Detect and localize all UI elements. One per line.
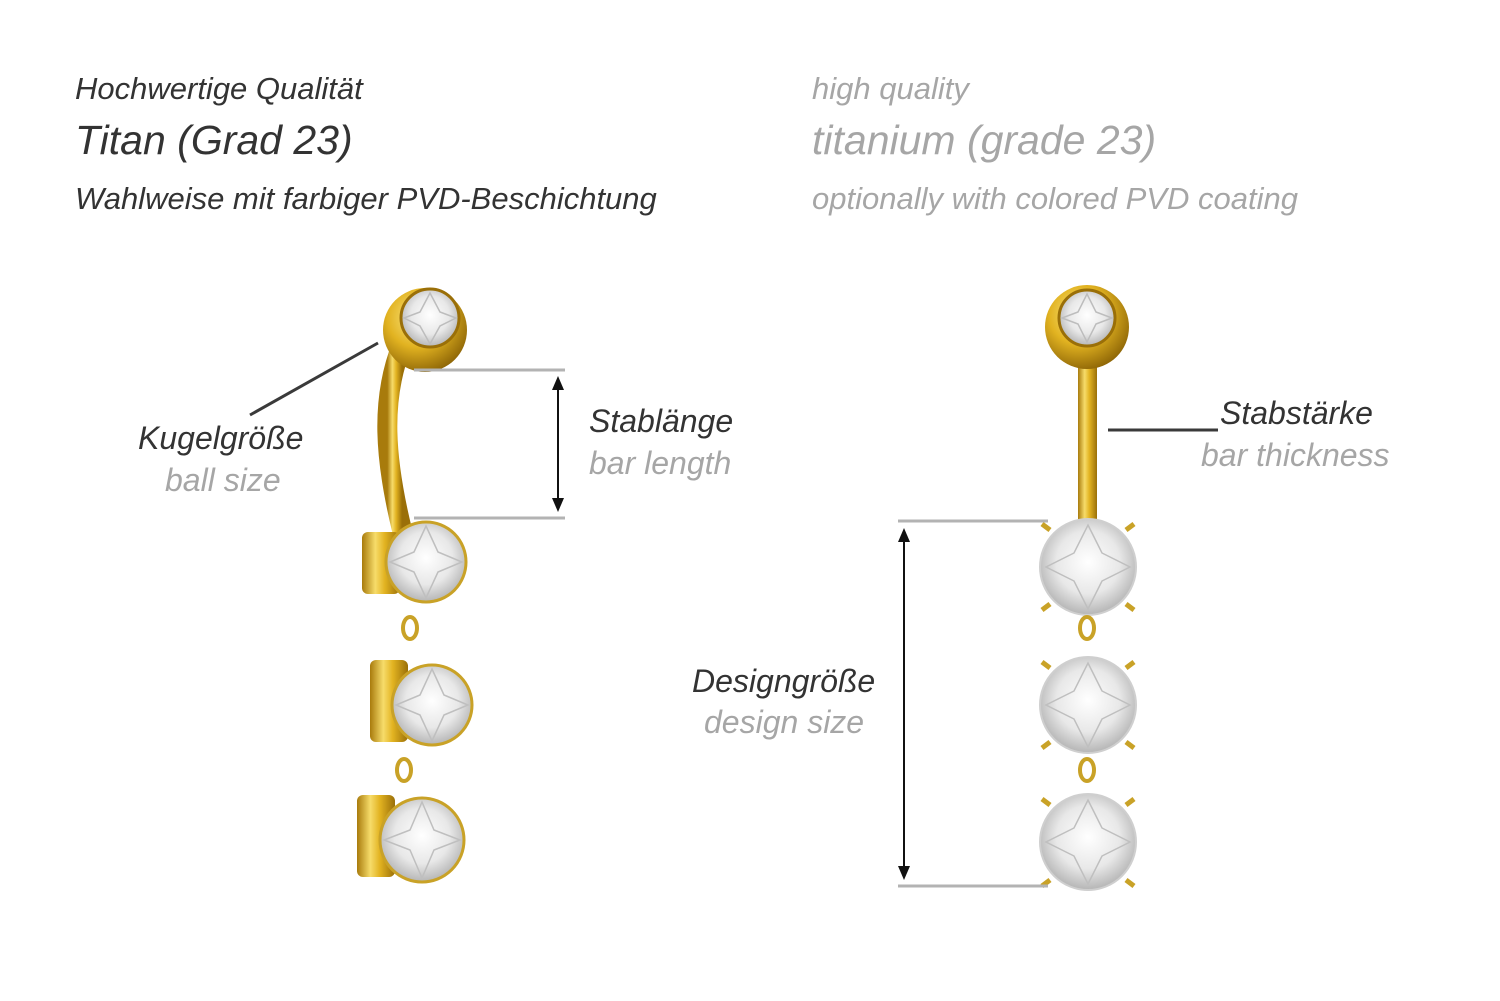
right-dangle-gem-1 <box>1039 518 1137 616</box>
right-dangle-gem-2 <box>1039 656 1137 754</box>
right-link-2 <box>1078 757 1096 783</box>
ball-size-leader-line <box>249 341 379 417</box>
left-dangle-gem-2 <box>370 660 474 747</box>
right-link-1 <box>1078 615 1096 641</box>
left-belly-ring <box>357 287 474 884</box>
design-size-label-de: Designgröße <box>692 663 876 699</box>
right-straight-bar <box>1078 345 1097 525</box>
left-dangle-gem-1 <box>362 520 468 604</box>
bar-thickness-label-en: bar thickness <box>1201 437 1390 473</box>
right-belly-ring <box>1039 285 1137 891</box>
bar-length-label-de: Stablänge <box>589 403 734 439</box>
left-curved-bar <box>377 335 412 540</box>
bar-thickness-label-de: Stabstärke <box>1220 395 1373 431</box>
left-top-gem <box>399 287 461 349</box>
bar-length-label-en: bar length <box>589 445 732 481</box>
header-quality-en: high quality <box>812 71 969 106</box>
header-material-en: titanium (grade 23) <box>812 117 1157 163</box>
ball-size-label-en: ball size <box>165 462 281 498</box>
header-material-de: Titan (Grad 23) <box>75 117 353 163</box>
ball-size-label-de: Kugelgröße <box>138 420 304 456</box>
left-link-1 <box>401 615 419 641</box>
header-coating-de: Wahlweise mit farbiger PVD-Beschichtung <box>75 181 657 216</box>
header-quality-de: Hochwertige Qualität <box>75 71 363 106</box>
left-dangle-gem-3 <box>357 795 466 884</box>
header-coating-en: optionally with colored PVD coating <box>812 181 1298 216</box>
right-dangle-gem-3 <box>1039 793 1137 891</box>
right-top-gem <box>1057 288 1117 348</box>
design-size-label-en: design size <box>704 704 865 740</box>
left-link-2 <box>395 757 413 783</box>
